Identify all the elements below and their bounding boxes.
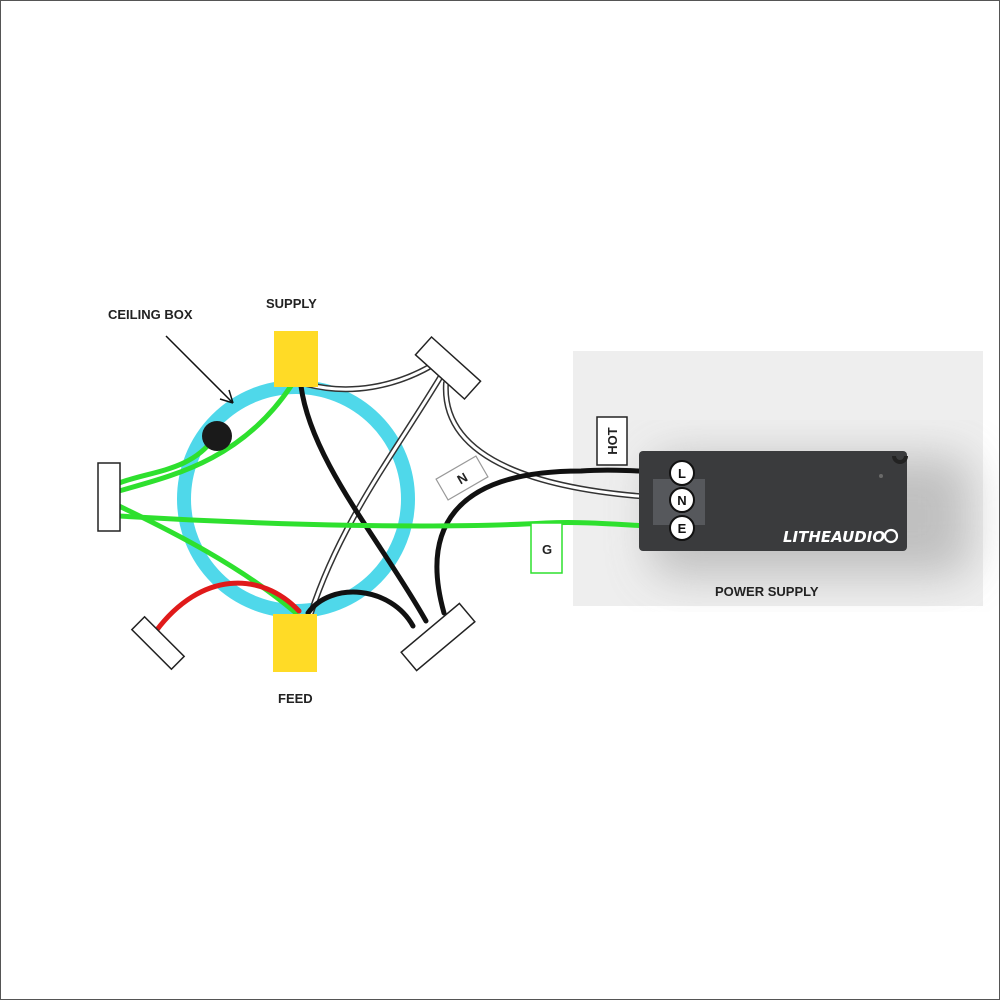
terminal-l: L bbox=[669, 460, 695, 486]
terminal-n-label: N bbox=[677, 493, 686, 508]
ceiling-box-ring bbox=[177, 380, 415, 618]
power-supply-antenna-icon bbox=[892, 455, 908, 464]
terminal-n: N bbox=[669, 487, 695, 513]
supply-connector bbox=[274, 331, 318, 387]
neutral-tag: N bbox=[435, 455, 489, 501]
ceiling-box-label: CEILING BOX bbox=[108, 307, 193, 322]
ceiling-box-arrow-icon bbox=[165, 335, 234, 404]
power-supply-unit bbox=[639, 451, 907, 551]
bottom-right-terminal-block bbox=[400, 602, 476, 672]
ground-tag-label: G bbox=[542, 542, 552, 557]
left-terminal-block bbox=[97, 462, 121, 532]
hot-tag bbox=[596, 416, 628, 466]
brand-logo-ring-icon bbox=[883, 528, 899, 544]
supply-label: SUPPLY bbox=[266, 296, 317, 311]
terminal-l-label: L bbox=[678, 466, 686, 481]
power-supply-led bbox=[879, 474, 883, 478]
top-right-terminal-block bbox=[414, 335, 482, 401]
neutral-wires bbox=[303, 363, 669, 616]
power-supply-label: POWER SUPPLY bbox=[715, 584, 819, 599]
hot-wires bbox=[298, 383, 674, 629]
ground-wires bbox=[116, 383, 676, 616]
brand-logo-text: LITHEAUDIO bbox=[783, 528, 885, 546]
hot-tag-label: HOT bbox=[605, 427, 620, 455]
ground-tag bbox=[530, 522, 563, 574]
feed-connector bbox=[273, 614, 317, 672]
red-switch-leg-wire bbox=[153, 580, 302, 634]
terminal-e-label: E bbox=[678, 521, 687, 536]
ceiling-box-knockout bbox=[202, 421, 232, 451]
terminal-e: E bbox=[669, 515, 695, 541]
red-wire-terminal-block bbox=[130, 615, 186, 671]
feed-label: FEED bbox=[278, 691, 313, 706]
